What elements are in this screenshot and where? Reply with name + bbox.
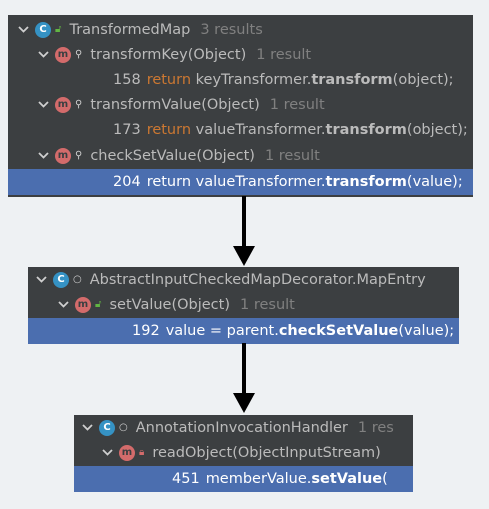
result-count: 1 result xyxy=(269,96,325,113)
code-text: (value); xyxy=(406,174,463,190)
method-name: setValue(Object) xyxy=(109,296,231,313)
flow-arrow-down-icon xyxy=(233,343,255,413)
tree-node-method-readobject[interactable]: m 🔒︎ readObject(ObjectInputStream) xyxy=(74,440,413,465)
line-number: 158 xyxy=(113,71,141,88)
chevron-down-icon[interactable] xyxy=(38,150,49,161)
code-text: ( xyxy=(382,471,388,487)
package-private-icon: ○ xyxy=(119,421,128,433)
result-count: 1 res xyxy=(357,419,394,436)
protected-key-icon: ⚲ xyxy=(75,48,83,60)
usages-panel-mapentry: C ○ AbstractInputCheckedMapDecorator.Map… xyxy=(28,267,459,344)
usages-panel-transformedmap: C 🔓︎ TransformedMap 3 results m ⚲ transf… xyxy=(8,15,473,197)
line-number: 451 xyxy=(172,471,200,487)
chevron-down-icon[interactable] xyxy=(18,24,29,35)
code-text: (value); xyxy=(398,323,455,339)
abstract-class-icon: C xyxy=(53,271,69,288)
class-name: TransformedMap xyxy=(69,21,191,38)
keyword: return xyxy=(146,71,192,88)
method-name: transformKey(Object) xyxy=(90,46,247,63)
result-count: 1 result xyxy=(264,147,320,164)
usage-line-451-selected[interactable]: 451 memberValue. setValue ( xyxy=(74,466,413,492)
tree-node-method-setvalue[interactable]: m 🔓︎ setValue(Object) 1 result xyxy=(28,292,459,317)
code-text: (object); xyxy=(392,71,454,88)
method-name: transformValue(Object) xyxy=(90,96,260,113)
chevron-down-icon[interactable] xyxy=(102,447,113,458)
private-lock-icon: 🔒︎ xyxy=(139,446,145,458)
chevron-down-icon[interactable] xyxy=(82,422,93,433)
flow-arrow-down-icon xyxy=(233,196,255,266)
class-icon: C xyxy=(99,419,115,436)
usage-line-173[interactable]: 173 return valueTransformer. transform (… xyxy=(8,117,473,142)
code-call: checkSetValue xyxy=(278,323,399,339)
method-name: readObject(ObjectInputStream) xyxy=(152,444,381,461)
line-number: 173 xyxy=(113,121,141,138)
line-number: 204 xyxy=(113,174,141,190)
package-private-icon: ○ xyxy=(73,273,82,285)
class-icon: C xyxy=(35,21,51,38)
public-lock-icon: 🔓︎ xyxy=(95,298,102,310)
tree-node-class-annotationinvocationhandler[interactable]: C ○ AnnotationInvocationHandler 1 res xyxy=(74,415,413,440)
method-icon: m xyxy=(119,444,135,461)
usages-panel-annotationinvocationhandler: C ○ AnnotationInvocationHandler 1 res m … xyxy=(74,415,413,492)
usage-line-158[interactable]: 158 return keyTransformer. transform (ob… xyxy=(8,67,473,92)
result-count: 3 results xyxy=(200,21,263,38)
code-text: valueTransformer. xyxy=(191,174,326,190)
method-icon: m xyxy=(55,147,71,164)
protected-key-icon: ⚲ xyxy=(75,98,83,110)
tree-node-method-transformvalue[interactable]: m ⚲ transformValue(Object) 1 result xyxy=(8,92,473,117)
result-count: 1 result xyxy=(256,46,312,63)
public-lock-icon: 🔓︎ xyxy=(55,23,62,35)
usage-line-204-selected[interactable]: 204 return valueTransformer. transform (… xyxy=(8,169,473,195)
tree-node-class-transformedmap[interactable]: C 🔓︎ TransformedMap 3 results xyxy=(8,17,473,42)
result-count: 1 result xyxy=(240,296,295,313)
code-call: transform xyxy=(311,71,393,88)
code-text: keyTransformer. xyxy=(191,71,312,88)
protected-key-icon: ⚲ xyxy=(75,149,83,161)
line-number: 192 xyxy=(132,323,160,339)
code-text: (object); xyxy=(406,121,468,138)
code-call: setValue xyxy=(311,471,383,487)
code-text: value = parent. xyxy=(165,323,279,339)
chevron-down-icon[interactable] xyxy=(36,274,47,285)
tree-node-method-checksetvalue[interactable]: m ⚲ checkSetValue(Object) 1 result xyxy=(8,143,473,168)
class-name: AnnotationInvocationHandler xyxy=(135,419,348,436)
class-name: AbstractInputCheckedMapDecorator.MapEntr… xyxy=(89,271,426,288)
method-icon: m xyxy=(55,46,71,63)
keyword: return xyxy=(146,174,192,190)
method-icon: m xyxy=(55,96,71,113)
code-text: memberValue. xyxy=(205,471,312,487)
chevron-down-icon[interactable] xyxy=(38,49,49,60)
tree-node-method-transformkey[interactable]: m ⚲ transformKey(Object) 1 result xyxy=(8,42,473,67)
usage-line-192-selected[interactable]: 192 value = parent. checkSetValue (value… xyxy=(28,318,459,344)
keyword: return xyxy=(146,121,192,138)
method-name: checkSetValue(Object) xyxy=(90,147,255,164)
chevron-down-icon[interactable] xyxy=(58,299,69,310)
chevron-down-icon[interactable] xyxy=(38,99,49,110)
code-call: transform xyxy=(325,121,407,138)
tree-node-class-mapentry[interactable]: C ○ AbstractInputCheckedMapDecorator.Map… xyxy=(28,267,459,292)
code-text: valueTransformer. xyxy=(191,121,326,138)
code-call: transform xyxy=(325,174,407,190)
method-icon: m xyxy=(75,296,91,313)
